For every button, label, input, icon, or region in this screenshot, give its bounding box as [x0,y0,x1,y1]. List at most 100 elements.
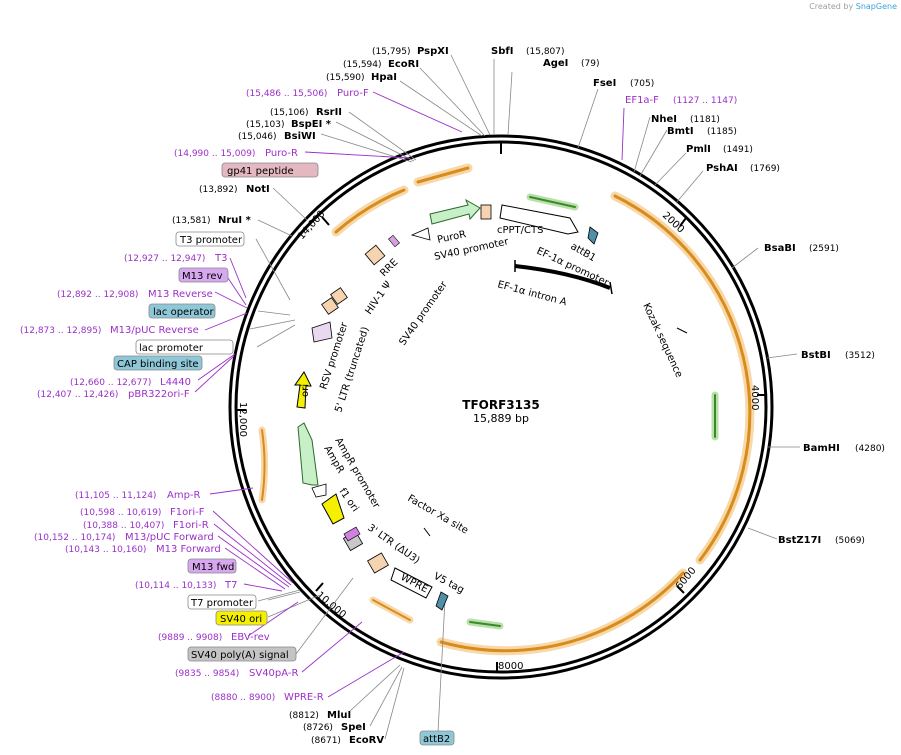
pos-bstbi: (3512) [845,351,875,361]
box-m13rev: M13 rev [182,271,223,282]
site-bstbi: BstBI [801,350,831,361]
ampr-promoter-arrow [311,483,327,498]
site-pmli: PmlI [686,144,711,155]
range-puror: (14,990 .. 15,009) [174,149,255,159]
range-t3: (12,927 .. 12,947) [124,254,205,264]
primer-m13reverse: M13 Reverse [148,289,213,300]
site-bmti: BmtI [667,126,694,137]
box-lacpromoter: lac promoter [139,343,204,354]
v5-marker [435,591,449,611]
range-wprer: (8880 .. 8900) [211,693,275,703]
snapgene-credit: Created by SnapGene [809,2,897,11]
orf-arcs [258,163,755,656]
feature-marks [423,327,688,537]
site-nrui: NruI * [218,215,252,226]
range-pbr322orif: (12,407 .. 12,426) [37,390,118,400]
pos-ecorv: (8671) [311,736,341,746]
hiv1-box-2 [321,297,339,315]
site-nhei: NheI [651,114,677,125]
pos-bsiwi: (15,046) [238,132,277,142]
primer-sv40par: SV40pA-R [249,668,298,679]
range-m13forward: (10,143 .. 10,160) [65,545,146,555]
range-m13reverse: (12,892 .. 12,908) [57,290,138,300]
pos-mlui: (8812) [289,711,319,721]
leader-lines [249,54,800,740]
pos-sbfi: (15,807) [526,47,565,57]
box-cap: CAP binding site [117,359,199,370]
primer-l4440: L4440 [160,377,191,388]
site-bamhi: BamHI [803,443,840,454]
range-sv40par: (9835 .. 9854) [175,669,239,679]
plasmid-size: 15,889 bp [473,412,529,425]
ltr3-stripes [343,526,361,542]
range-t7: (10,114 .. 10,133) [135,581,216,591]
pos-ecori: (15,594) [343,60,382,70]
cppt-box [480,204,492,220]
pos-pshai: (1769) [750,164,780,174]
pos-hpai: (15,590) [326,73,365,83]
ampr-arrow [297,422,319,486]
rsv-promoter-block [311,321,333,343]
site-rsrii: RsrII [316,107,342,118]
pos-bmti: (1185) [707,127,737,137]
ef1a-intron-arc [514,264,611,290]
puror-arrow [429,198,481,225]
tick-4000: 4000 [749,385,760,410]
site-fsei: FseI [593,78,616,89]
box-attb2: attB2 [423,734,450,745]
site-spei: SpeI [341,722,366,733]
range-ebvrev: (9889 .. 9908) [158,633,222,643]
box-t3promoter: T3 promoter [179,235,243,246]
inner-features [294,198,613,611]
primer-f1orif: F1ori-F [170,507,205,518]
pos-bsabi: (2591) [809,244,839,254]
label-cppt: cPPT/CTS [497,225,543,236]
primer-leader-lines [194,91,625,698]
primer-m13pucreverse: M13/pUC Reverse [110,325,199,336]
label-kozak: Kozak sequence [640,302,684,380]
site-bstz17i: BstZ17I [778,535,821,546]
site-mlui: MluI [327,710,351,721]
site-bspei: BspEI * [291,119,332,130]
pos-spei: (8726) [303,723,333,733]
site-ecorv: EcoRV [349,735,384,746]
range-m13pucreverse: (12,873 .. 12,895) [20,326,101,336]
label-puror: PuroR [436,229,467,246]
wpre-arrow [390,567,433,599]
site-pshai: PshAI [706,163,738,174]
label-ef1a-intron: EF-1α intron A [496,279,568,308]
site-bsabi: BsaBI [764,243,796,254]
primer-ef1af: EF1a-F [625,95,659,106]
range-m13pucforward: (10,152 .. 10,174) [34,533,115,543]
tick-12000: 12,000 [237,402,248,437]
site-sbfi: SbfI [491,46,513,57]
pos-bamhi: (4280) [855,444,885,454]
site-noti: NotI [246,184,270,195]
boxed-labels: gp41 peptide T3 promoter M13 rev lac ope… [113,162,455,746]
primer-ampr: Amp-R [167,490,201,501]
pos-noti: (13,892) [199,185,238,195]
range-l4440: (12,660 .. 12,677) [70,378,151,388]
attb1-marker [587,226,599,245]
range-f1orif: (10,598 .. 10,619) [80,508,161,518]
primer-m13pucforward: M13/pUC Forward [125,532,214,543]
box-m13fwd: M13 fwd [192,562,234,573]
plasmid-name: TFORF3135 [462,398,539,412]
label-ori: ori [300,384,311,397]
sites-top: (15,795) PspXI (15,594) EcoRI (15,590) H… [172,46,885,746]
primer-puror: Puro-R [265,148,298,159]
primer-labels: (15,486 .. 15,506) Puro-F (14,990 .. 15,… [20,88,737,703]
primer-purof: Puro-F [337,88,369,99]
label-v5: V5 tag [432,571,466,596]
site-hpai: HpaI [371,72,397,83]
label-rre: RRE [378,257,400,279]
primer-ebvrev: EBV-rev [231,632,270,643]
pos-agei: (79) [581,59,599,69]
primer-t3: T3 [214,253,227,264]
pos-nrui: (13,581) [172,216,211,226]
box-sv40ori: SV40 ori [220,614,262,625]
pos-bspei: (15,103) [246,120,285,130]
range-f1orir: (10,388 .. 10,407) [83,521,164,531]
ef1a-promoter-arrow [499,204,579,235]
